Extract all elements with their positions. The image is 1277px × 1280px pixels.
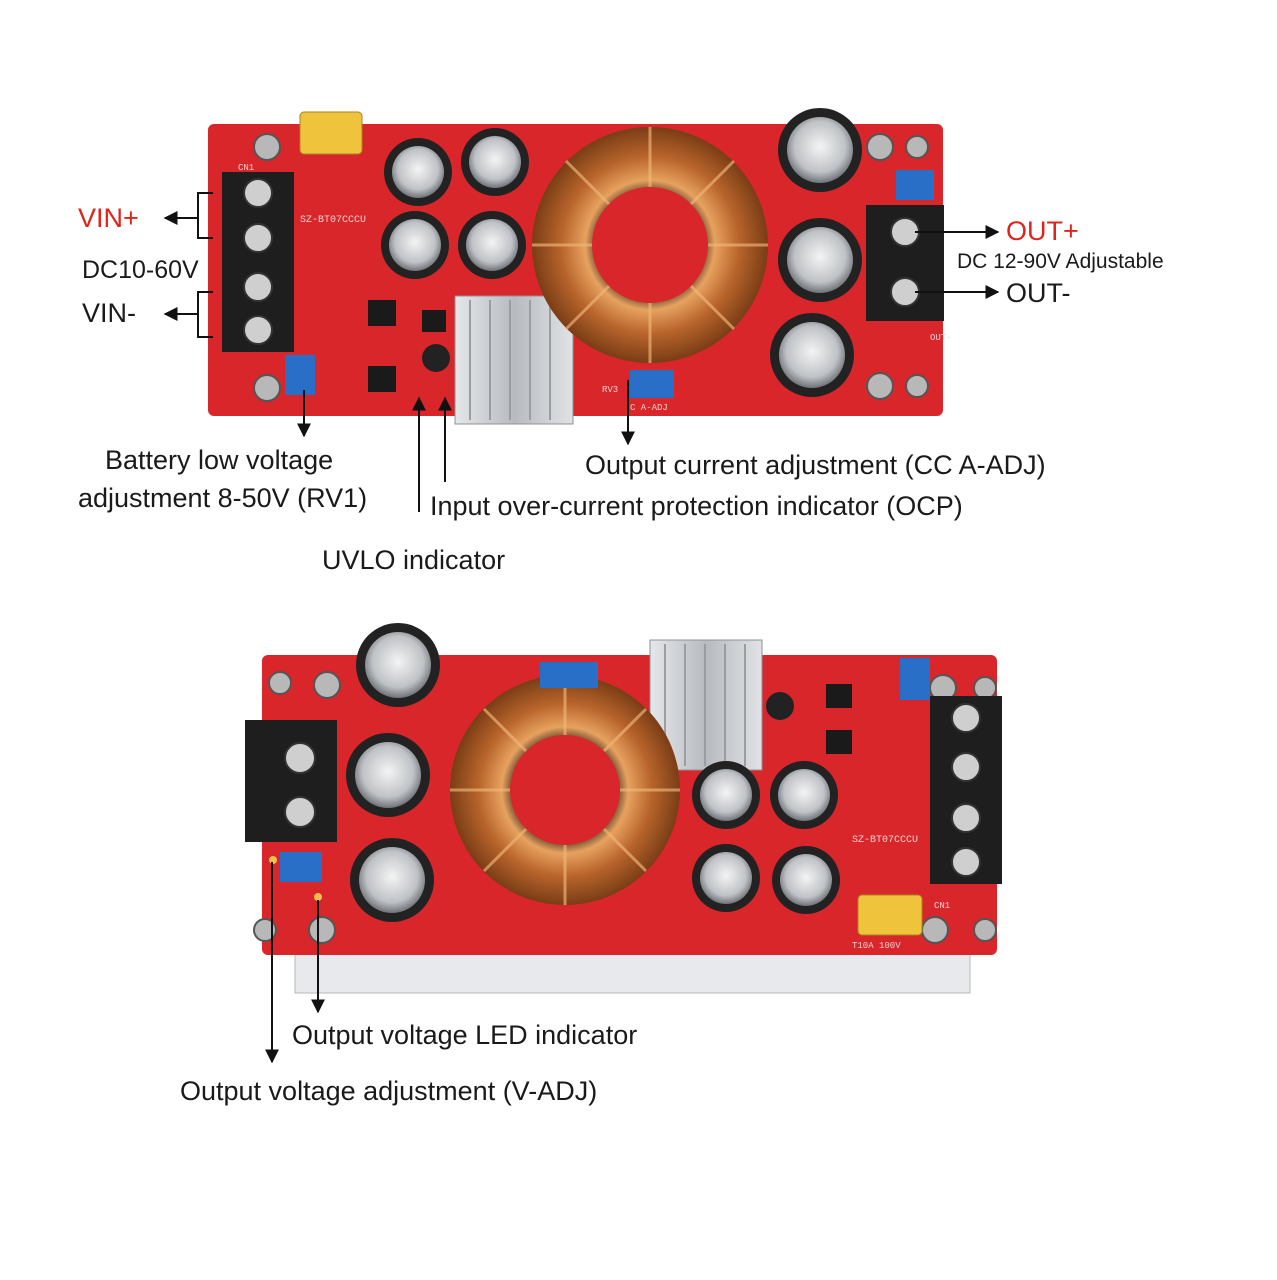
bottom-fuse xyxy=(857,894,923,936)
bottom-trimmer-2 xyxy=(540,662,598,688)
out-minus-label: OUT- xyxy=(1006,278,1071,308)
vin-minus-label: VIN- xyxy=(82,298,136,328)
top-callouts xyxy=(163,192,1000,512)
top-ic-2 xyxy=(368,366,396,392)
bottom-callouts xyxy=(265,862,325,1064)
top-ic-3 xyxy=(422,310,446,332)
bottom-input-capacitors xyxy=(692,692,840,914)
silk-rv3: RV3 xyxy=(602,385,618,395)
bottom-ic-2 xyxy=(826,730,852,754)
led-indicator-label: Output voltage LED indicator xyxy=(292,1020,638,1050)
uvlo-indicator-label: UVLO indicator xyxy=(322,545,506,575)
rv2-trimmer xyxy=(896,170,934,200)
dc-input-range-label: DC10-60V xyxy=(82,256,199,284)
top-ic-1 xyxy=(368,300,396,326)
bottom-input-terminal-block xyxy=(930,696,1002,884)
bottom-inductor xyxy=(450,675,680,905)
out-plus-label: OUT+ xyxy=(1006,216,1079,246)
bottom-ic-1 xyxy=(826,684,852,708)
bottom-output-capacitors xyxy=(346,623,440,922)
output-led-2 xyxy=(314,893,322,901)
silk-outminus: OUT- xyxy=(930,333,952,343)
v-adj-label: Output voltage adjustment (V-ADJ) xyxy=(180,1076,598,1106)
silk-cn1-bottom: CN1 xyxy=(934,901,950,911)
silk-aadj: C A-ADJ xyxy=(630,403,668,413)
vin-plus-label: VIN+ xyxy=(78,203,139,233)
top-board: SZ-BT07CCCU CN1 RV3 C A-ADJ OUT- xyxy=(208,108,952,425)
top-heatsink xyxy=(454,295,574,425)
output-terminal-block xyxy=(866,205,944,321)
ocp-indicator-label: Input over-current protection indicator … xyxy=(430,491,963,521)
top-screws xyxy=(253,133,929,402)
current-adjust-label: Output current adjustment (CC A-ADJ) xyxy=(585,450,1046,480)
rv3-trimmer xyxy=(630,370,674,398)
top-inductor xyxy=(532,127,768,363)
battery-low-label-line2: adjustment 8-50V (RV1) xyxy=(78,483,368,513)
battery-low-label-line1: Battery low voltage xyxy=(105,445,334,475)
bottom-board: SZ-BT07CCCU T10A 100V CN1 xyxy=(245,623,1002,994)
silk-fuse: T10A 100V xyxy=(852,941,901,951)
dc-output-range-label: DC 12-90V Adjustable xyxy=(957,250,1164,273)
top-output-capacitors xyxy=(770,108,862,397)
bottom-output-terminal-block xyxy=(245,720,337,842)
top-fuse xyxy=(299,111,363,155)
rv1-trimmer xyxy=(285,355,315,395)
bottom-trimmer-3 xyxy=(900,658,930,700)
v-adj-trimmer xyxy=(280,852,322,882)
top-input-capacitors xyxy=(381,128,529,372)
silk-model-bottom: SZ-BT07CCCU xyxy=(852,835,918,846)
silk-model-top: SZ-BT07CCCU xyxy=(300,215,366,226)
bottom-screws xyxy=(253,671,997,944)
silk-cn1-top: CN1 xyxy=(238,163,254,173)
input-terminal-block xyxy=(222,172,294,352)
